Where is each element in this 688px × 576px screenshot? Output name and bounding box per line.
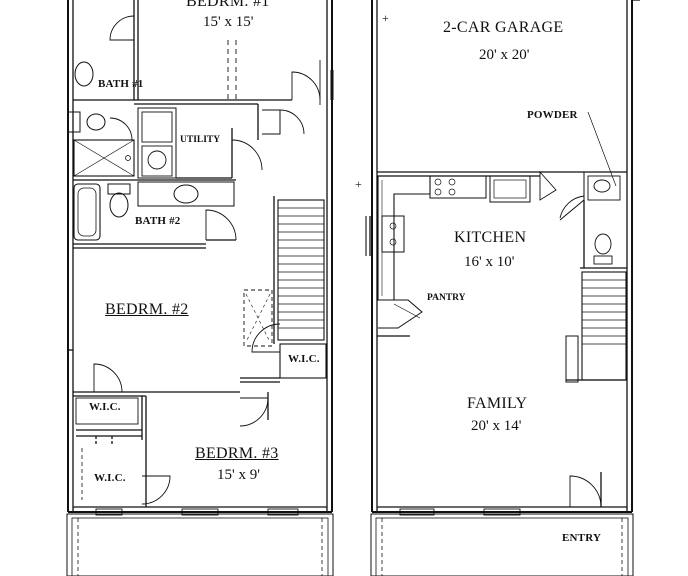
kitchen-label: KITCHEN bbox=[454, 229, 527, 246]
main-floor-plan: + + bbox=[355, 0, 640, 576]
kitchen-dimension: 16' x 10' bbox=[464, 254, 515, 270]
svg-text:+: + bbox=[355, 177, 362, 191]
bedrm3-dimension: 15' x 9' bbox=[217, 467, 260, 483]
garage-dimension: 20' x 20' bbox=[479, 47, 530, 63]
entry-label: ENTRY bbox=[562, 532, 602, 544]
pantry-label: PANTRY bbox=[427, 293, 466, 303]
garage-label: 2-CAR GARAGE bbox=[443, 19, 564, 36]
family-dimension: 20' x 14' bbox=[471, 418, 522, 434]
upper-floor-plan bbox=[66, 0, 334, 576]
bath1-label: BATH #1 bbox=[98, 78, 144, 90]
bedrm2-label: BEDRM. #2 bbox=[105, 301, 189, 318]
svg-text:+: + bbox=[382, 11, 389, 25]
family-label: FAMILY bbox=[467, 395, 528, 412]
bath2-label: BATH #2 bbox=[135, 215, 181, 227]
wic-center-label: W.I.C. bbox=[288, 353, 320, 365]
wic-left-upper-label: W.I.C. bbox=[89, 401, 121, 413]
bedrm1-dimension: 15' x 15' bbox=[203, 14, 254, 30]
utility-label: UTILITY bbox=[180, 135, 221, 145]
bedrm3-label: BEDRM. #3 bbox=[195, 445, 279, 462]
wic-left-lower-label: W.I.C. bbox=[94, 472, 126, 484]
bedrm1-label: BEDRM. #1 bbox=[186, 0, 270, 10]
powder-label: POWDER bbox=[527, 109, 578, 121]
